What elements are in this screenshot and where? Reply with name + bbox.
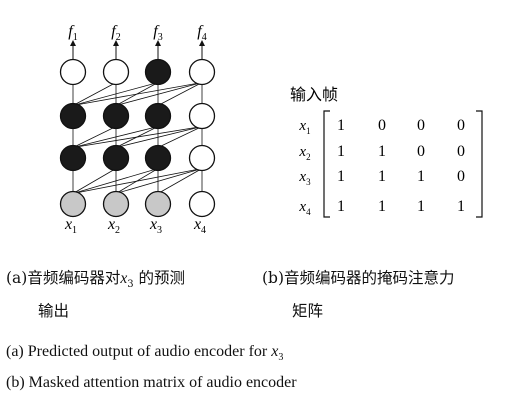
edge-output-3-from-hidden-2-1 xyxy=(115,82,203,106)
matrix-cell-2-1: 1 xyxy=(337,143,345,160)
matrix-cell-1-1: 1 xyxy=(337,117,345,134)
edge-hidden-2-3-from-hidden-1-0 xyxy=(72,126,203,148)
output-label-1: f1 xyxy=(68,23,77,43)
caption-b-zh-line2: 矩阵 xyxy=(292,302,324,320)
node-hidden-2-3 xyxy=(144,102,172,130)
caption-a-zh-text: (a)音频编码器对 xyxy=(6,269,121,287)
matrix-right-bracket xyxy=(476,110,483,218)
edge-hidden-2-3-from-hidden-1-1 xyxy=(115,126,203,148)
matrix-cell-1-2: 0 xyxy=(378,117,386,134)
node-input-3 xyxy=(144,190,172,218)
node-hidden-1-1 xyxy=(59,144,87,172)
output-arrows xyxy=(70,40,205,60)
matrix-cell-4-1: 1 xyxy=(337,198,345,215)
matrix-cell-2-4: 0 xyxy=(457,143,465,160)
matrix-cell-4-3: 1 xyxy=(417,198,425,215)
matrix-cell-4-2: 1 xyxy=(378,198,386,215)
node-input-4 xyxy=(188,190,216,218)
matrix-cell-2-2: 1 xyxy=(378,143,386,160)
node-output-1 xyxy=(59,58,87,86)
network-labels: f1 f2 f3 f4 x1 x2 x3 x4 xyxy=(64,23,207,236)
node-input-1 xyxy=(59,190,87,218)
node-input-2 xyxy=(102,190,130,218)
node-hidden-1-3 xyxy=(144,144,172,172)
edge-hidden-1-3-from-input-1 xyxy=(115,168,203,194)
matrix-cell-1-3: 0 xyxy=(417,117,425,134)
node-output-4 xyxy=(188,58,216,86)
edge-hidden-2-3-from-hidden-1-2 xyxy=(157,126,203,148)
edge-output-2-from-hidden-2-0 xyxy=(72,82,159,106)
node-hidden-2-4 xyxy=(188,102,216,130)
matrix-cell-3-4: 0 xyxy=(457,168,465,185)
matrix-row-label-1: x1 xyxy=(298,118,310,136)
edge-output-3-from-hidden-2-0 xyxy=(72,82,203,106)
caption-a-zh-sub: 3 xyxy=(127,279,134,291)
matrix-cell-4-4: 1 xyxy=(457,198,465,215)
caption-a-zh: (a)音频编码器对x3 的预测 xyxy=(6,268,185,295)
output-label-2: f2 xyxy=(111,23,120,43)
edge-hidden-2-1-from-hidden-1-0 xyxy=(72,126,117,148)
caption-a-zh-var: x xyxy=(120,270,128,287)
matrix-row-label-3: x3 xyxy=(298,169,311,187)
caption-a-en-text: (a) Predicted output of audio encoder fo… xyxy=(6,343,272,360)
input-label-1: x1 xyxy=(64,216,77,236)
network-nodes xyxy=(59,58,216,218)
matrix-cell-3-2: 1 xyxy=(378,168,386,185)
node-output-3 xyxy=(144,58,172,86)
caption-b-en: (b) Masked attention matrix of audio enc… xyxy=(6,374,297,391)
attention-matrix: x1 x2 x3 x4 1 0 0 0 1 1 0 0 1 1 1 0 1 1 1 1 xyxy=(298,110,483,218)
matrix-cell-1-4: 0 xyxy=(457,117,465,134)
matrix-title: 输入帧 xyxy=(290,85,338,104)
input-label-2: x2 xyxy=(107,216,120,236)
matrix-left-bracket xyxy=(323,110,330,218)
caption-a-zh-suffix: 的预测 xyxy=(133,269,186,287)
output-label-4: f4 xyxy=(197,23,206,43)
output-label-3: f3 xyxy=(153,23,162,43)
input-label-3: x3 xyxy=(149,216,162,236)
caption-b-zh: (b)音频编码器的掩码注意力 xyxy=(262,269,455,287)
node-hidden-1-4 xyxy=(188,144,216,172)
matrix-row-label-4: x4 xyxy=(298,199,311,217)
edge-hidden-1-2-from-input-0 xyxy=(72,168,159,194)
matrix-cell-3-1: 1 xyxy=(337,168,345,185)
edge-output-1-from-hidden-2-0 xyxy=(72,82,117,106)
edge-output-3-from-hidden-2-2 xyxy=(157,82,203,106)
edge-hidden-1-3-from-input-0 xyxy=(72,168,203,194)
edge-hidden-1-1-from-input-0 xyxy=(72,168,117,194)
node-hidden-1-2 xyxy=(102,144,130,172)
node-hidden-2-2 xyxy=(102,102,130,130)
matrix-cell-2-3: 0 xyxy=(417,143,425,160)
edge-hidden-1-3-from-input-2 xyxy=(157,168,203,194)
caption-a-en-sub: 3 xyxy=(278,352,284,364)
network-edges xyxy=(72,82,203,194)
matrix-row-label-2: x2 xyxy=(298,144,310,162)
node-hidden-2-1 xyxy=(59,102,87,130)
edge-hidden-2-2-from-hidden-1-0 xyxy=(72,126,159,148)
node-output-2 xyxy=(102,58,130,86)
caption-a-en-var: x xyxy=(271,343,279,360)
input-label-4: x4 xyxy=(193,216,206,236)
caption-a-en: (a) Predicted output of audio encoder fo… xyxy=(6,342,283,368)
matrix-cell-3-3: 1 xyxy=(417,168,425,185)
caption-a-zh-line2: 输出 xyxy=(38,302,70,320)
